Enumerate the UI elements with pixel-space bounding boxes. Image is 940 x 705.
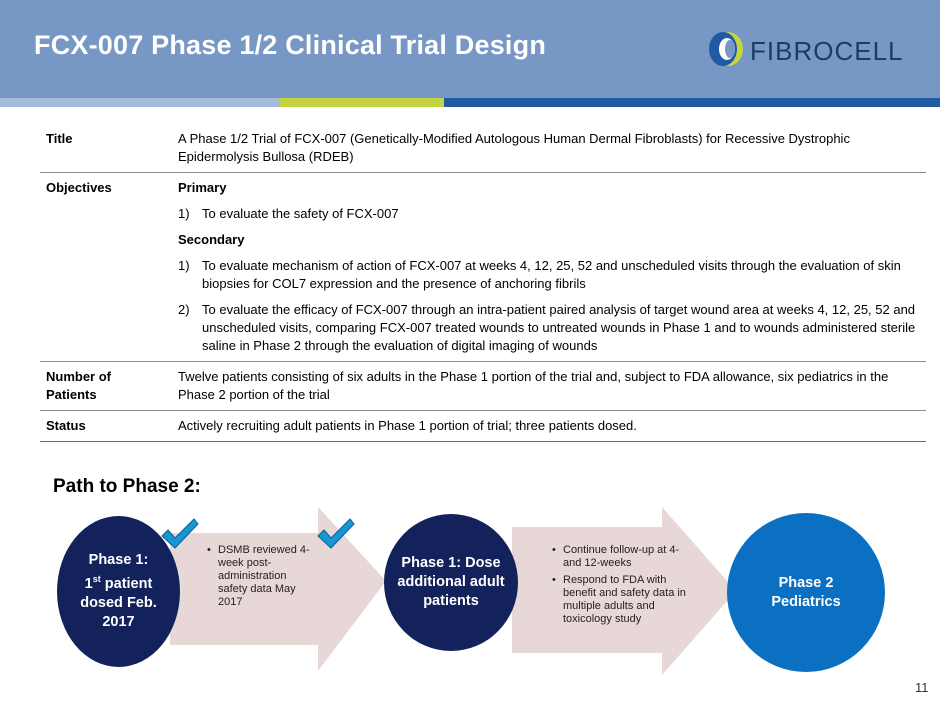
row-label: Number of Patients	[40, 362, 178, 410]
step-text-part: 1	[84, 575, 93, 592]
list-item: 2) To evaluate the efficacy of FCX-007 t…	[178, 301, 922, 355]
bullet-item: Continue follow-up at 4- and 12-weeks	[552, 544, 692, 570]
table-row-objectives: Objectives Primary 1) To evaluate the sa…	[40, 173, 926, 362]
row-value: Twelve patients consisting of six adults…	[178, 369, 889, 402]
row-label: Status	[46, 418, 86, 433]
step-text: Pediatrics	[771, 593, 841, 610]
step-text: 1st patient	[80, 570, 157, 594]
phase2-pediatrics-circle: Phase 2 Pediatrics	[727, 513, 885, 672]
step-text: dosed Feb.	[80, 594, 157, 611]
row-value: Primary 1) To evaluate the safety of FCX…	[178, 173, 926, 361]
step-text: 2017	[102, 613, 135, 630]
checkmark-icon	[161, 518, 199, 549]
trial-design-table: Title A Phase 1/2 Trial of FCX-007 (Gene…	[40, 124, 926, 442]
row-label: Objectives	[46, 180, 112, 195]
accent-stripe-left	[0, 98, 280, 107]
logo-wordmark: FIBROCELL	[750, 36, 904, 66]
arrow1-bullets: DSMB reviewed 4-week post-administration…	[207, 544, 315, 613]
item-number: 1)	[178, 206, 190, 221]
table-row-title: Title A Phase 1/2 Trial of FCX-007 (Gene…	[40, 124, 926, 173]
phase1-first-patient-circle: Phase 1: 1st patient dosed Feb. 2017	[57, 516, 180, 667]
item-text: To evaluate mechanism of action of FCX-0…	[202, 258, 901, 291]
page-number: 11	[915, 680, 929, 695]
table-row-patients: Number of Patients Twelve patients consi…	[40, 362, 926, 411]
row-value: A Phase 1/2 Trial of FCX-007 (Geneticall…	[178, 131, 850, 164]
step-text-part: patient	[100, 575, 153, 592]
secondary-heading: Secondary	[178, 232, 245, 247]
accent-stripe-middle	[280, 98, 444, 107]
step-text: Phase 2	[778, 574, 834, 591]
item-number: 2)	[178, 302, 190, 317]
step-text: patients	[423, 593, 479, 609]
company-logo: FIBROCELL	[708, 30, 908, 72]
list-item: 1) To evaluate the safety of FCX-007	[178, 205, 922, 223]
row-label-line: Number of	[46, 369, 111, 384]
checkmark-icon	[317, 518, 355, 549]
phase1-dose-adults-circle: Phase 1: Dose additional adult patients	[384, 514, 518, 651]
header-band: FCX-007 Phase 1/2 Clinical Trial Design …	[0, 0, 940, 98]
phase-flow-diagram: Phase 1: 1st patient dosed Feb. 2017 DSM…	[0, 505, 940, 680]
item-number: 1)	[178, 258, 190, 273]
path-heading: Path to Phase 2:	[53, 476, 201, 497]
item-text: To evaluate the safety of FCX-007	[202, 206, 399, 221]
bullet-item: DSMB reviewed 4-week post-administration…	[207, 544, 315, 609]
primary-heading: Primary	[178, 180, 227, 195]
slide-title: FCX-007 Phase 1/2 Clinical Trial Design	[34, 30, 547, 60]
step-text: additional adult	[397, 574, 505, 590]
step-text-superscript: st	[92, 574, 101, 585]
table-row-status: Status Actively recruiting adult patient…	[40, 411, 926, 442]
bullet-item: Respond to FDA with benefit and safety d…	[552, 574, 692, 626]
step-text: Phase 1: Dose	[401, 555, 501, 571]
row-value: Actively recruiting adult patients in Ph…	[178, 418, 637, 433]
accent-stripe-right	[444, 98, 940, 107]
arrow2-bullets: Continue follow-up at 4- and 12-weeks Re…	[552, 544, 692, 630]
step-text: Phase 1:	[88, 552, 149, 569]
row-label: Title	[46, 131, 73, 146]
row-label-line: Patients	[46, 387, 97, 402]
list-item: 1) To evaluate mechanism of action of FC…	[178, 257, 922, 293]
fibrocell-logo-icon	[709, 32, 743, 66]
item-text: To evaluate the efficacy of FCX-007 thro…	[202, 302, 916, 353]
